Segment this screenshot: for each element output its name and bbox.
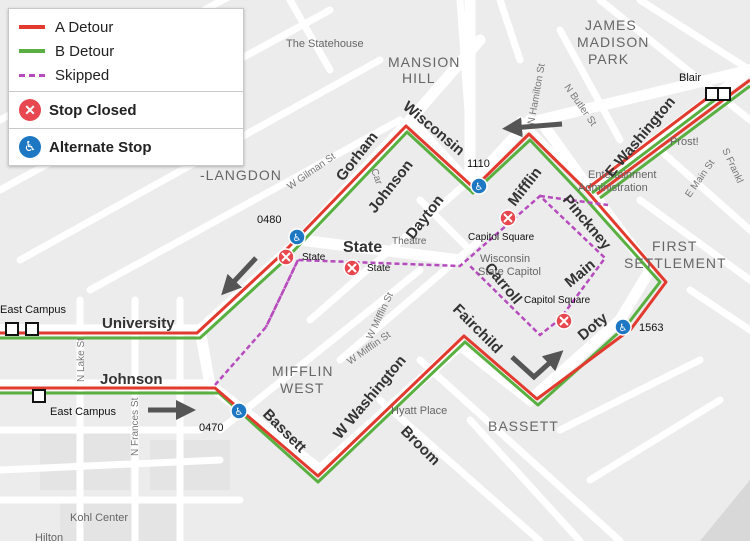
place-james-2: MADISON [577, 34, 649, 50]
skipped-swatch [19, 73, 45, 77]
place-theatre: Theatre [392, 236, 427, 247]
place-langdon: -LANGDON [200, 167, 282, 183]
place-prost: Prost! [670, 136, 699, 148]
stop-closed-icon[interactable] [555, 312, 573, 330]
street-johnson-w: Johnson [100, 371, 163, 388]
street-n-lake: N Lake St [76, 338, 87, 382]
svg-text:♿: ♿ [235, 407, 244, 418]
skipped-route [214, 194, 609, 386]
stop-label-state-b: State [367, 263, 391, 274]
street-carroll-small: Car [368, 167, 384, 187]
direction-arrows [148, 117, 564, 420]
place-first-settlement-2: SETTLEMENT [624, 255, 727, 271]
stop-label-capitol-square-a: Capitol Square [468, 232, 535, 243]
legend-alternate-stop-label: Alternate Stop [49, 138, 152, 156]
stop-label-state-a: State [302, 252, 326, 263]
bus-stop-icon [717, 87, 731, 101]
street-n-frances: N Frances St [130, 397, 141, 456]
stop-label-east-campus-a: East Campus [0, 304, 67, 316]
legend-b-detour-label: B Detour [55, 42, 115, 60]
stop-label-1110: 1110 [467, 158, 490, 170]
accessible-stop-icon[interactable]: ♿ [230, 402, 248, 420]
legend-b-detour: B Detour [9, 39, 243, 63]
arrow-west-icon [502, 117, 563, 138]
lake-water [700, 480, 750, 541]
place-hilton: Hilton [35, 532, 63, 541]
a-detour-swatch [19, 25, 45, 29]
place-capitol-1: Wisconsin [480, 253, 530, 265]
legend-a-detour-label: A Detour [55, 18, 114, 36]
arrow-turn-icon [510, 350, 564, 381]
stop-label-0480: 0480 [257, 214, 281, 226]
place-statehouse: The Statehouse [286, 38, 364, 50]
street-state: State [343, 239, 382, 256]
legend-alternate-stop: ♿ Alternate Stop [9, 133, 243, 161]
stop-label-1563: 1563 [639, 322, 663, 334]
place-james-3: PARK [588, 51, 629, 67]
stop-closed-icon[interactable] [277, 248, 295, 266]
accessible-stop-icon: ♿ [19, 136, 41, 158]
svg-text:♿: ♿ [293, 233, 302, 244]
stops-closed[interactable] [277, 209, 573, 330]
stop-label-capitol-square-b: Capitol Square [524, 295, 591, 306]
stops-alternate[interactable]: ♿ ♿ ♿ ♿ [230, 177, 632, 420]
legend-skipped: Skipped [9, 63, 243, 87]
b-detour-swatch [19, 49, 45, 53]
place-first-settlement-1: FIRST [652, 238, 697, 254]
stop-label-0470: 0470 [199, 422, 223, 434]
legend-a-detour: A Detour [9, 15, 243, 39]
place-entertainment-2: Administration [578, 182, 648, 194]
bus-stop-icon [25, 322, 39, 336]
place-capitol-2: State Capitol [478, 266, 541, 278]
place-mansion-hill-2: HILL [402, 70, 436, 86]
place-hyatt: Hyatt Place [391, 405, 447, 417]
stop-closed-icon[interactable] [343, 259, 361, 277]
stop-closed-icon: ✕ [19, 99, 41, 121]
legend-stop-closed: ✕ Stop Closed [9, 96, 243, 124]
bus-stop-icon [705, 87, 719, 101]
accessible-stop-icon[interactable]: ♿ [288, 228, 306, 246]
place-mifflin-west-1: MIFFLIN [272, 363, 333, 379]
street-university: University [102, 315, 175, 332]
bus-stop-icon [32, 389, 46, 403]
arrow-southwest-icon [221, 256, 258, 296]
place-james-1: JAMES [585, 17, 637, 33]
stop-closed-icon[interactable] [499, 209, 517, 227]
place-entertainment-1: Entertainment [588, 169, 656, 181]
place-kohl: Kohl Center [70, 512, 128, 524]
stop-label-east-campus-b: East Campus [50, 406, 117, 418]
legend-skipped-label: Skipped [55, 66, 110, 84]
stop-label-blair: Blair [679, 72, 701, 84]
place-mansion-hill-1: MANSION [388, 54, 460, 70]
svg-text:♿: ♿ [619, 323, 628, 334]
place-mifflin-west-2: WEST [280, 380, 324, 396]
map-legend: A Detour B Detour Skipped ✕ Stop Closed … [8, 8, 244, 166]
svg-text:♿: ♿ [475, 182, 484, 193]
bus-stop-icon [5, 322, 19, 336]
legend-stop-closed-label: Stop Closed [49, 101, 137, 119]
place-bassett: BASSETT [488, 418, 559, 434]
bus-stops[interactable] [5, 87, 731, 403]
accessible-stop-icon[interactable]: ♿ [614, 318, 632, 336]
accessible-stop-icon[interactable]: ♿ [470, 177, 488, 195]
